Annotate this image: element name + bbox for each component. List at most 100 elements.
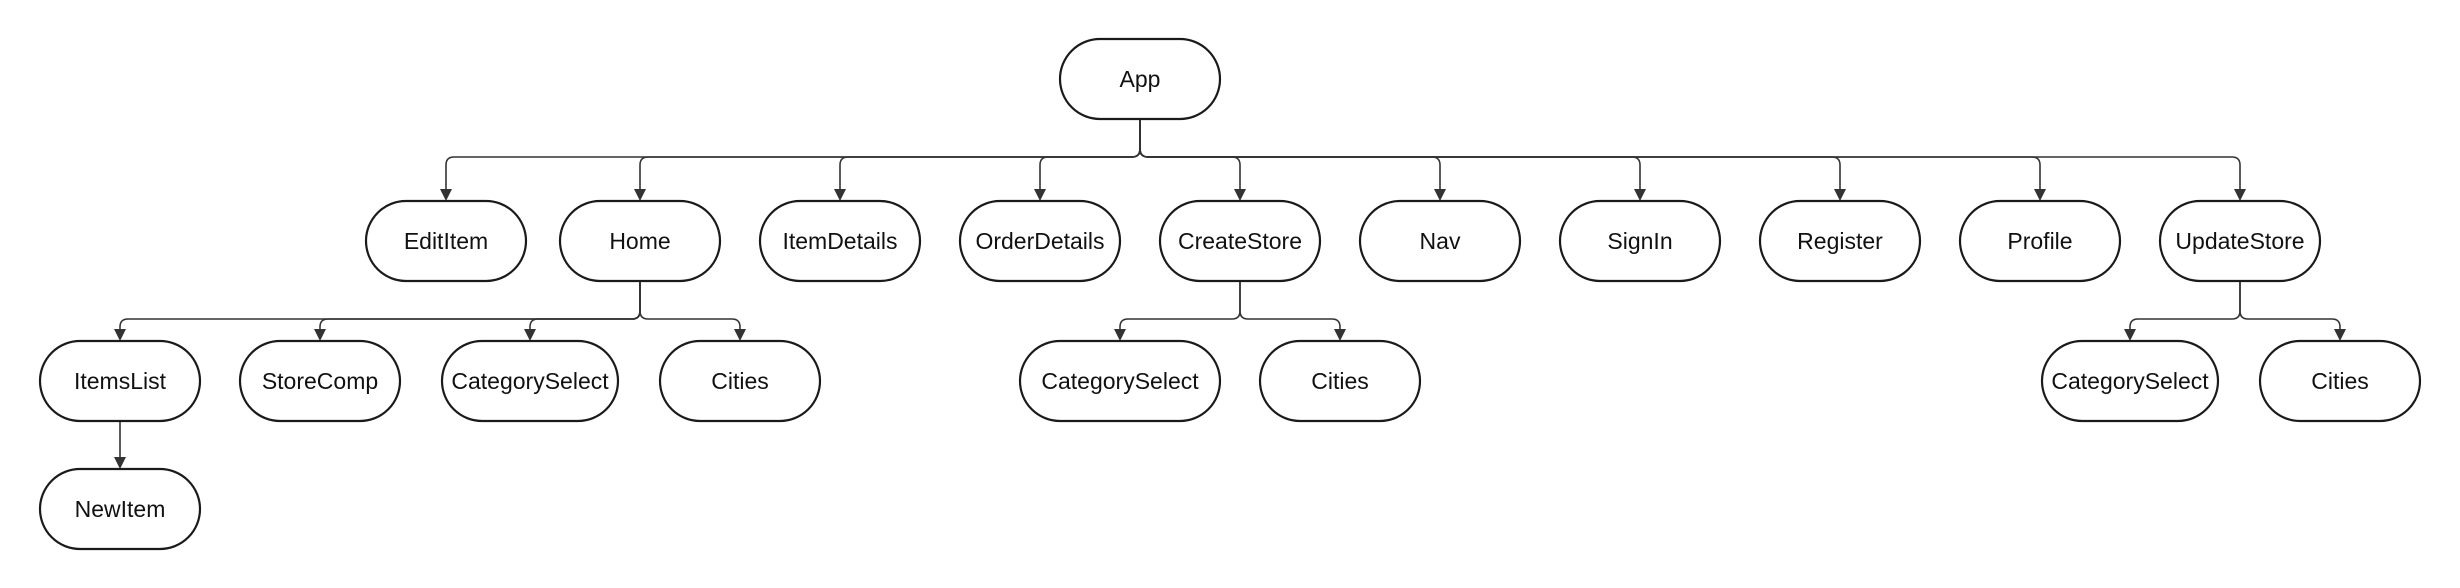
- node-itemslist: ItemsList: [38, 339, 202, 423]
- node-storecomp-label: StoreComp: [262, 368, 378, 394]
- node-newitem: NewItem: [38, 467, 202, 551]
- node-categoryselect-home-box: [440, 339, 620, 423]
- node-itemslist-label: ItemsList: [74, 368, 167, 394]
- node-newitem-box: [38, 467, 202, 551]
- node-cities-update-box: [2258, 339, 2422, 423]
- node-signin-label: SignIn: [1607, 228, 1672, 254]
- node-cities-create-box: [1258, 339, 1422, 423]
- node-cities-create-label: Cities: [1311, 368, 1369, 394]
- node-categoryselect-update: CategorySelect: [2040, 339, 2220, 423]
- node-profile-label: Profile: [2007, 228, 2072, 254]
- node-register-box: [1758, 199, 1922, 283]
- edge-home-to-storecomp: [319, 281, 641, 329]
- node-cities-update: Cities: [2258, 339, 2422, 423]
- node-itemdetails: ItemDetails: [758, 199, 922, 283]
- arrowhead-home-to-cities-home: [734, 329, 746, 341]
- edge-app-to-itemdetails: [839, 119, 1141, 189]
- arrowhead-app-to-signin: [1634, 189, 1646, 201]
- node-signin-box: [1558, 199, 1722, 283]
- node-categoryselect-home: CategorySelect: [440, 339, 620, 423]
- edges-layer: [114, 119, 2346, 469]
- node-updatestore-box: [2158, 199, 2322, 283]
- node-itemdetails-label: ItemDetails: [782, 228, 897, 254]
- node-updatestore: UpdateStore: [2158, 199, 2322, 283]
- edge-updatestore-to-categoryselect-update: [2129, 281, 2241, 329]
- arrowhead-createstore-to-cities-create: [1334, 329, 1346, 341]
- arrowhead-app-to-orderdetails: [1034, 189, 1046, 201]
- arrowhead-home-to-categoryselect-home: [524, 329, 536, 341]
- arrowhead-updatestore-to-categoryselect-update: [2124, 329, 2136, 341]
- node-storecomp: StoreComp: [238, 339, 402, 423]
- node-categoryselect-update-label: CategorySelect: [2051, 368, 2209, 394]
- node-itemdetails-box: [758, 199, 922, 283]
- arrowhead-app-to-itemdetails: [834, 189, 846, 201]
- edge-app-to-profile: [1139, 119, 2041, 189]
- node-updatestore-label: UpdateStore: [2175, 228, 2304, 254]
- node-home-box: [558, 199, 722, 283]
- node-orderdetails-box: [958, 199, 1122, 283]
- arrowhead-updatestore-to-cities-update: [2334, 329, 2346, 341]
- node-storecomp-box: [238, 339, 402, 423]
- node-categoryselect-update-box: [2040, 339, 2220, 423]
- edge-app-to-orderdetails: [1039, 119, 1141, 189]
- edge-app-to-register: [1139, 119, 1841, 189]
- arrowhead-app-to-register: [1834, 189, 1846, 201]
- node-cities-create: Cities: [1258, 339, 1422, 423]
- node-home-label: Home: [609, 228, 670, 254]
- node-home: Home: [558, 199, 722, 283]
- edge-app-to-home: [639, 119, 1141, 189]
- node-profile-box: [1958, 199, 2122, 283]
- edge-app-to-createstore: [1139, 119, 1241, 189]
- edge-home-to-categoryselect-home: [529, 281, 641, 329]
- arrowhead-home-to-itemslist: [114, 329, 126, 341]
- edge-createstore-to-categoryselect-create: [1119, 281, 1241, 329]
- node-cities-home: Cities: [658, 339, 822, 423]
- node-categoryselect-create-box: [1018, 339, 1222, 423]
- node-edititem: EditItem: [364, 199, 528, 283]
- edge-app-to-edititem: [445, 119, 1141, 189]
- arrowhead-itemslist-to-newitem: [114, 457, 126, 469]
- arrowhead-app-to-createstore: [1234, 189, 1246, 201]
- node-profile: Profile: [1958, 199, 2122, 283]
- node-app: App: [1058, 37, 1222, 121]
- node-register-label: Register: [1797, 228, 1883, 254]
- arrowhead-createstore-to-categoryselect-create: [1114, 329, 1126, 341]
- node-register: Register: [1758, 199, 1922, 283]
- node-signin: SignIn: [1558, 199, 1722, 283]
- node-categoryselect-create: CategorySelect: [1018, 339, 1222, 423]
- edge-app-to-nav: [1139, 119, 1441, 189]
- node-categoryselect-create-label: CategorySelect: [1041, 368, 1199, 394]
- edge-createstore-to-cities-create: [1239, 281, 1341, 329]
- node-categoryselect-home-label: CategorySelect: [451, 368, 609, 394]
- arrowhead-app-to-updatestore: [2234, 189, 2246, 201]
- node-edititem-box: [364, 199, 528, 283]
- edge-home-to-itemslist: [119, 281, 641, 329]
- node-itemslist-box: [38, 339, 202, 423]
- node-cities-home-box: [658, 339, 822, 423]
- node-createstore: CreateStore: [1158, 199, 1322, 283]
- node-app-label: App: [1120, 66, 1161, 92]
- arrowhead-app-to-home: [634, 189, 646, 201]
- edge-app-to-signin: [1139, 119, 1641, 189]
- arrowhead-app-to-profile: [2034, 189, 2046, 201]
- edge-home-to-cities-home: [639, 281, 741, 329]
- node-edititem-label: EditItem: [404, 228, 488, 254]
- node-nav-label: Nav: [1420, 228, 1461, 254]
- node-createstore-label: CreateStore: [1178, 228, 1302, 254]
- edge-updatestore-to-cities-update: [2239, 281, 2341, 329]
- arrowhead-home-to-storecomp: [314, 329, 326, 341]
- node-app-box: [1058, 37, 1222, 121]
- arrowhead-app-to-nav: [1434, 189, 1446, 201]
- edge-app-to-updatestore: [1139, 119, 2241, 189]
- node-cities-home-label: Cities: [711, 368, 769, 394]
- node-cities-update-label: Cities: [2311, 368, 2369, 394]
- node-createstore-box: [1158, 199, 1322, 283]
- node-orderdetails: OrderDetails: [958, 199, 1122, 283]
- node-orderdetails-label: OrderDetails: [975, 228, 1104, 254]
- node-nav: Nav: [1358, 199, 1522, 283]
- arrowhead-app-to-edititem: [440, 189, 452, 201]
- node-newitem-label: NewItem: [75, 496, 166, 522]
- node-nav-box: [1358, 199, 1522, 283]
